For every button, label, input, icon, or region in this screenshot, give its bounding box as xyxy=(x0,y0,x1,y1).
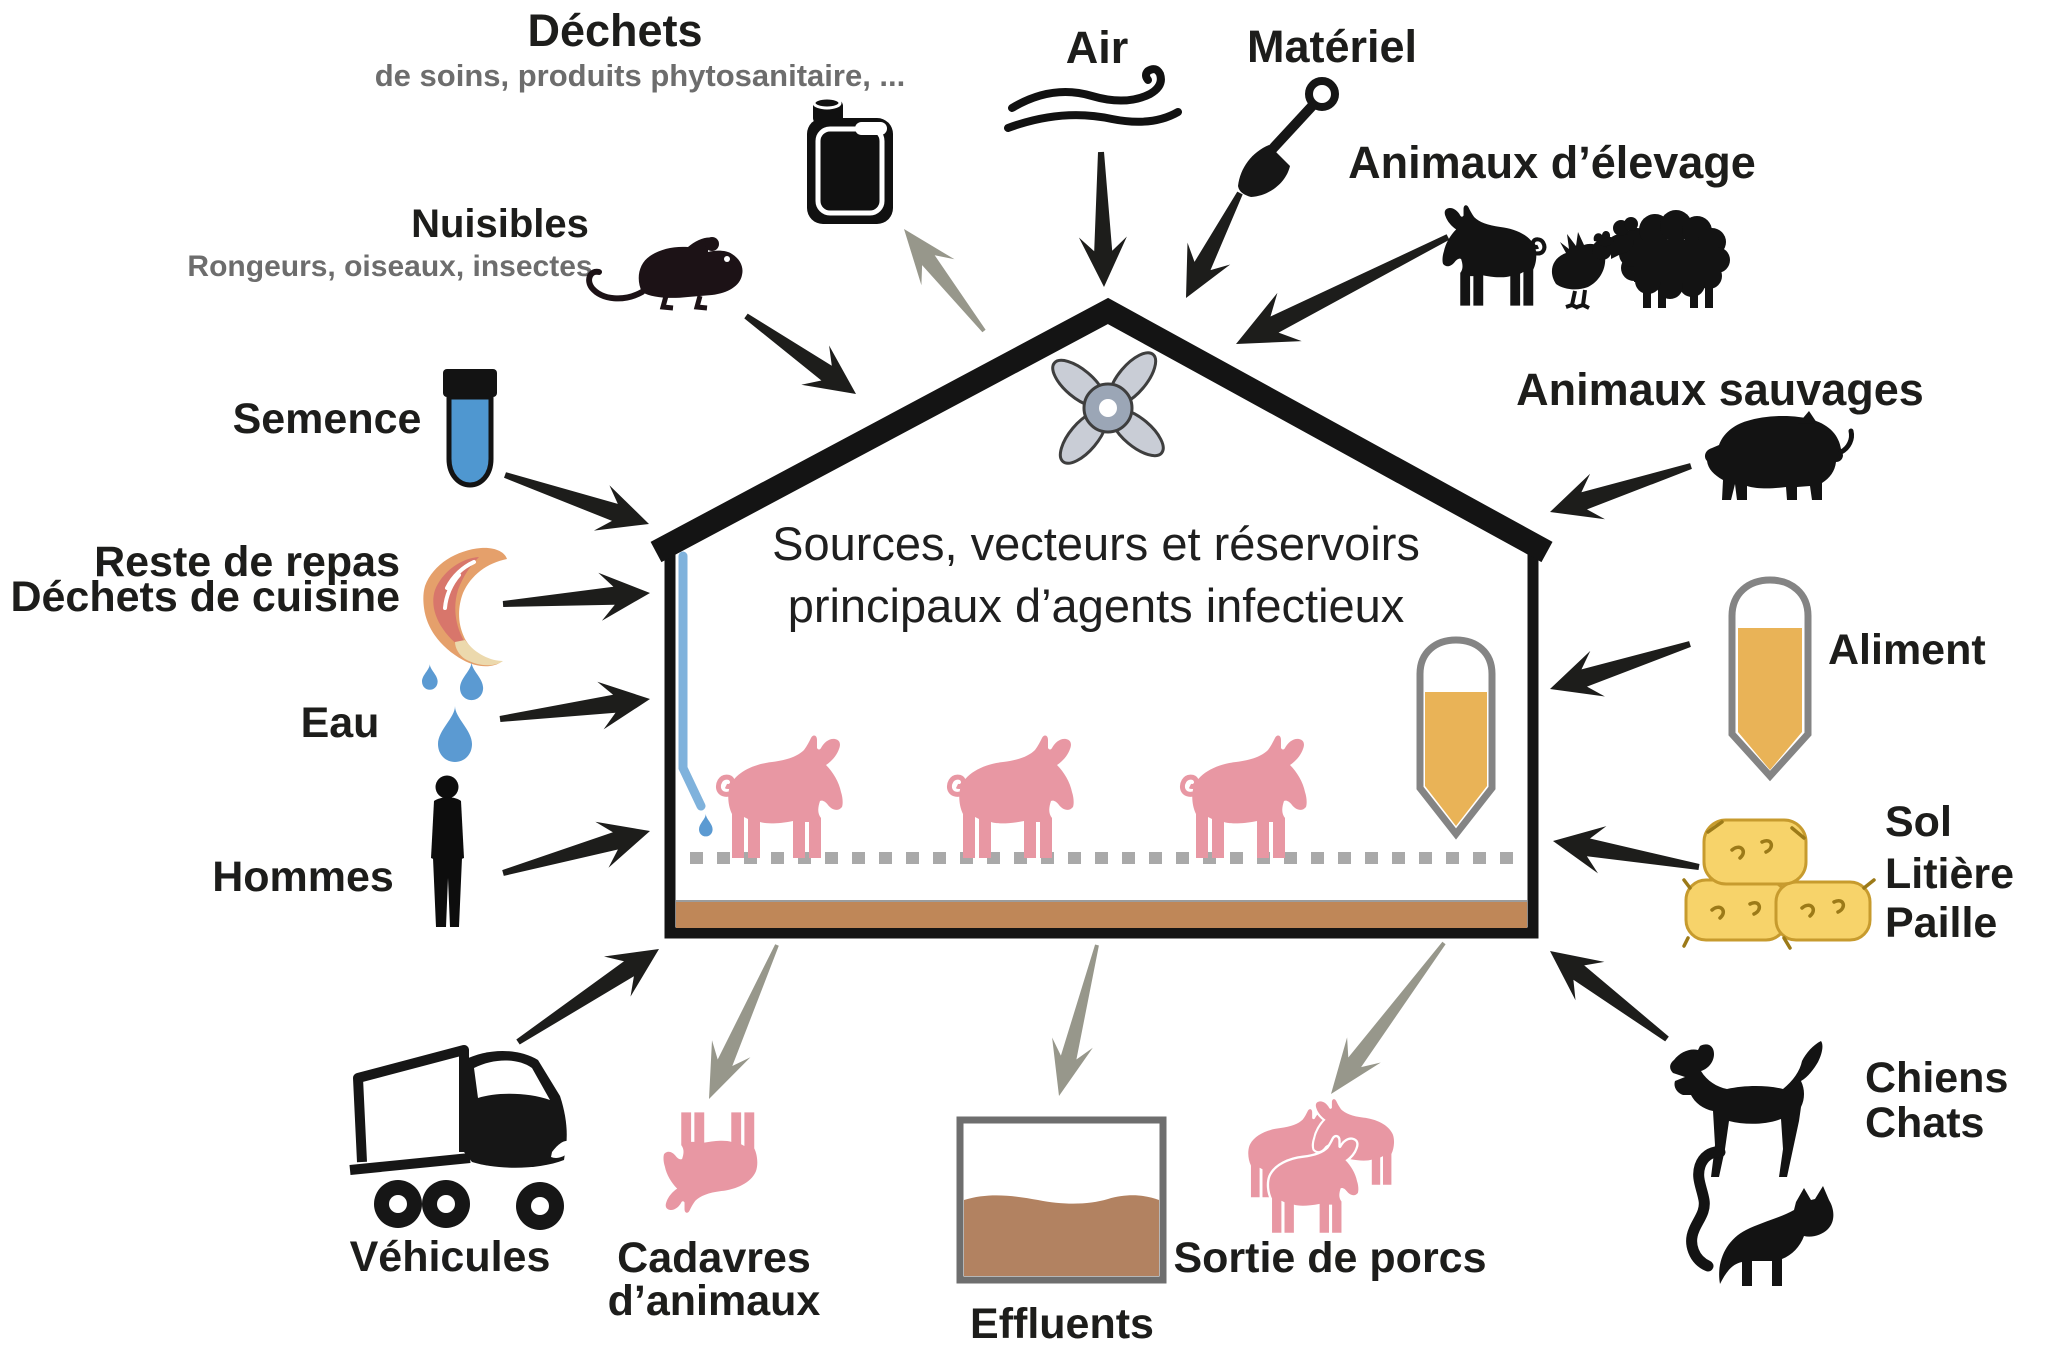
arrow-animaux-sauvages-entrant xyxy=(1550,463,1692,520)
node-effluents: Effluents xyxy=(956,1116,1167,1348)
chiens-label: Chiens xyxy=(1865,1054,2008,1102)
sol-label: Sol xyxy=(1885,798,1952,846)
pig-icon xyxy=(718,735,843,858)
barn-floor xyxy=(676,901,1527,928)
arrow-vehicules-entrant xyxy=(516,949,659,1045)
dead-pig-icon xyxy=(663,1112,758,1213)
dechets-sublabel: de soins, produits phytosanitaire, ... xyxy=(375,58,906,93)
animaux-sauvages-label: Animaux sauvages xyxy=(1516,364,1924,415)
arrow-eau-entrant xyxy=(499,681,650,730)
hay-icon xyxy=(1682,818,1876,950)
nuisibles-sublabel: Rongeurs, oiseaux, insectes xyxy=(187,250,592,283)
hommes-label: Hommes xyxy=(212,853,394,901)
arrow-sol-litiere-entrant xyxy=(1553,826,1700,874)
flow-arrows xyxy=(499,151,1700,1099)
vehicules-label: Véhicules xyxy=(350,1233,551,1281)
arrow-materiel-entrant xyxy=(1186,191,1243,298)
node-cadavres: Cadavres d’animaux xyxy=(608,1112,821,1325)
shovel-icon xyxy=(1238,77,1339,197)
dog-icon xyxy=(1670,1041,1823,1177)
animaux-elevage-label: Animaux d’élevage xyxy=(1348,137,1756,188)
cat-icon xyxy=(1686,1146,1834,1286)
diagram-title-line1: Sources, vecteurs et réservoirs xyxy=(772,517,1420,570)
interior-feed-silo-icon xyxy=(1416,636,1496,840)
ventilation-fan-icon xyxy=(1051,351,1165,465)
truck-icon xyxy=(349,1045,568,1230)
node-sol-litiere-paille: Sol Litière Paille xyxy=(1682,798,2014,950)
arrow-semence-entrant xyxy=(504,472,649,531)
arrow-chiens-chats-entrant xyxy=(1550,951,1669,1042)
node-air: Air xyxy=(1004,22,1182,132)
pigs-group-icon xyxy=(1248,1099,1394,1233)
pig-icon xyxy=(1182,735,1307,858)
node-aliment: Aliment xyxy=(1728,576,1986,782)
arrow-aliment-entrant xyxy=(1550,641,1691,697)
cadavres-label-line2: d’animaux xyxy=(608,1277,821,1325)
aliment-label: Aliment xyxy=(1828,626,1986,674)
node-animaux-sauvages: Animaux sauvages xyxy=(1516,364,1924,500)
dechets-label: Déchets xyxy=(527,5,702,56)
chats-label: Chats xyxy=(1865,1099,1984,1147)
barn-walls xyxy=(664,545,1539,939)
barn-roof xyxy=(650,297,1553,563)
sheep-icon xyxy=(1598,210,1730,308)
arrow-air-entrant xyxy=(1078,151,1127,287)
arrow-animaux-elevage-entrant xyxy=(1236,234,1450,344)
test-tube-icon xyxy=(443,369,497,488)
semence-label: Semence xyxy=(233,395,422,443)
node-dechets: Déchets de soins, produits phytosanitair… xyxy=(375,5,906,224)
arrow-hommes-entrant xyxy=(502,821,650,876)
arrow-sortie-porcs-sortant xyxy=(1331,941,1446,1094)
cadavres-label-line1: Cadavres xyxy=(617,1234,811,1282)
boar-icon xyxy=(1704,411,1854,500)
effluents-label: Effluents xyxy=(970,1300,1154,1348)
wind-icon xyxy=(1004,65,1182,132)
nuisibles-label: Nuisibles xyxy=(411,202,589,246)
air-label: Air xyxy=(1066,22,1129,73)
meat-icon xyxy=(423,547,507,667)
rat-icon xyxy=(586,237,743,311)
arrow-effluents-sortant xyxy=(1052,944,1099,1096)
arrow-reste-repas-entrant xyxy=(502,572,650,621)
node-animaux-elevage: Animaux d’élevage xyxy=(1348,137,1756,310)
node-semence: Semence xyxy=(233,369,497,488)
slurry-tank-icon xyxy=(956,1116,1167,1284)
diagram-title-line2: principaux d’agents infectieux xyxy=(788,579,1405,632)
node-reste-repas: Reste de repas Déchets de cuisine xyxy=(10,538,507,667)
materiel-label: Matériel xyxy=(1247,21,1417,72)
man-icon xyxy=(431,775,464,927)
water-pipe-icon xyxy=(678,551,706,811)
reste-repas-label-line2: Déchets de cuisine xyxy=(10,573,400,621)
litiere-label: Litière xyxy=(1885,850,2014,898)
node-eau: Eau xyxy=(301,662,484,762)
jerrycan-icon xyxy=(807,96,893,224)
eau-label: Eau xyxy=(301,699,380,747)
arrow-cadavres-sortant xyxy=(709,944,779,1099)
reste-repas-label-line1: Reste de repas xyxy=(94,538,400,586)
node-chiens-chats: Chiens Chats xyxy=(1670,1041,2008,1286)
node-hommes: Hommes xyxy=(212,775,464,927)
node-nuisibles: Nuisibles Rongeurs, oiseaux, insectes xyxy=(187,202,743,311)
node-sortie-porcs: Sortie de porcs xyxy=(1173,1099,1487,1282)
node-vehicules: Véhicules xyxy=(349,1045,568,1281)
pig-icon xyxy=(949,735,1074,858)
paille-label: Paille xyxy=(1885,899,1997,947)
pipe-water-drop-icon xyxy=(699,814,713,837)
sortie-porcs-label: Sortie de porcs xyxy=(1173,1234,1486,1282)
water-drops-icon xyxy=(422,662,484,762)
farm-pig-icon xyxy=(1442,205,1545,306)
arrow-nuisibles-entrant xyxy=(744,313,856,394)
node-materiel: Matériel xyxy=(1238,21,1417,197)
arrow-dechets-sortant xyxy=(904,229,986,333)
barn-house: Sources, vecteurs et réservoirs principa… xyxy=(650,297,1553,939)
feed-silo-icon xyxy=(1728,576,1812,782)
